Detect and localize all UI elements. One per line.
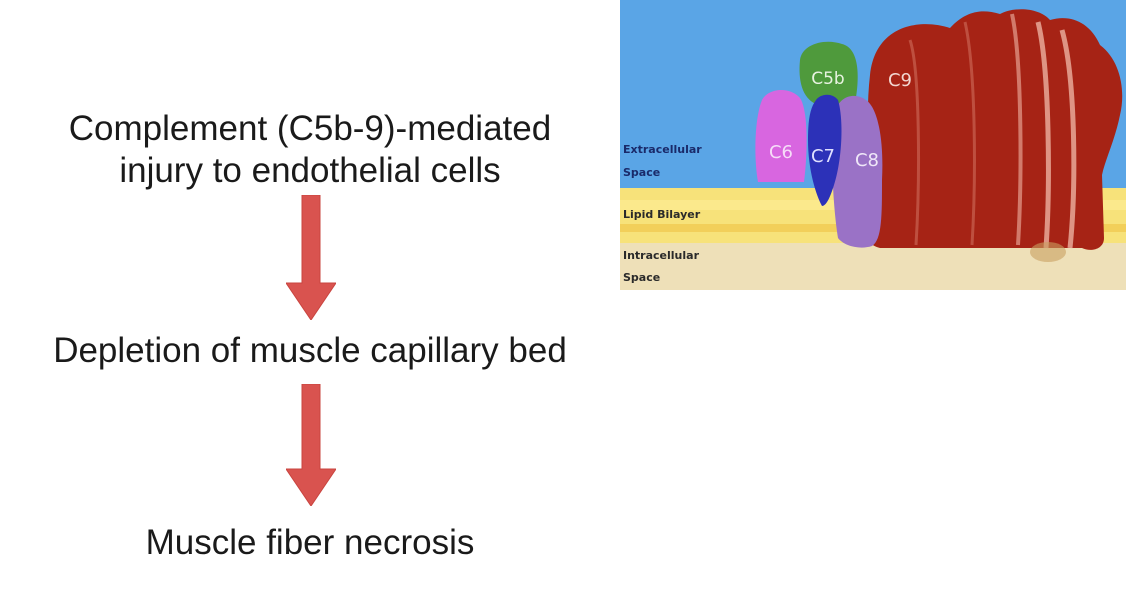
intracellular-label-line1: Intracellular (623, 249, 700, 262)
down-arrow-2 (286, 384, 336, 506)
flow-step-fiber-necrosis: Muscle fiber necrosis (145, 523, 475, 562)
c6-label: C6 (769, 142, 793, 163)
c9-protein (867, 9, 1123, 262)
c6-protein (755, 89, 807, 182)
c5b-label: C5b (811, 69, 844, 89)
c8-protein (832, 95, 883, 248)
c8-label: C8 (855, 150, 879, 171)
c5b-protein (799, 41, 858, 108)
down-arrow-1 (286, 195, 336, 320)
flow-step-line: injury to endothelial cells (119, 151, 501, 190)
flow-step-capillary-depletion: Depletion of muscle capillary bed (53, 331, 567, 370)
c9-label: C9 (888, 70, 912, 91)
intracellular-label-line2: Space (623, 271, 660, 284)
flow-step-line: Complement (C5b-9)-mediated (68, 109, 552, 148)
membrane-attack-complex-figure: C5b C6 C7 C8 C9 Extracellular Space Lipi… (620, 0, 1126, 290)
c7-label: C7 (811, 146, 835, 167)
flow-step-complement-injury: Complement (C5b-9)-mediated injury to en… (20, 108, 600, 192)
c7-protein (808, 94, 842, 206)
lipid-bilayer-label: Lipid Bilayer (623, 208, 701, 221)
extracellular-label-line1: Extracellular (623, 143, 702, 156)
extracellular-label-line2: Space (623, 166, 660, 179)
